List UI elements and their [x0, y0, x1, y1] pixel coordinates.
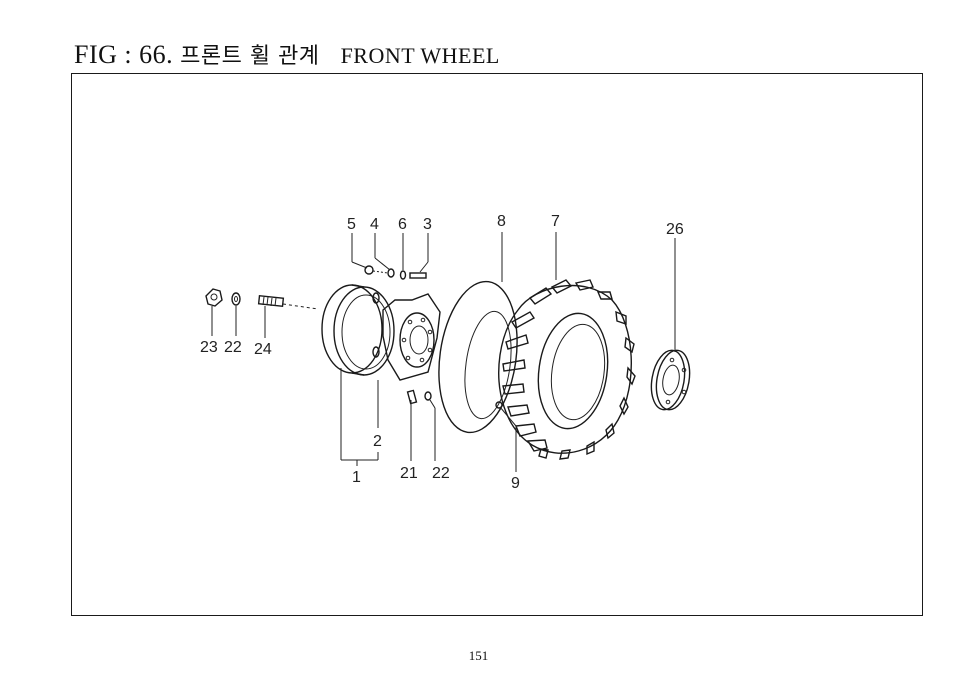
callout-8: 8	[497, 213, 506, 230]
part-2-wheel-disc	[382, 293, 441, 381]
diagram-frame	[71, 73, 923, 616]
callout-21: 21	[400, 465, 418, 482]
part-3-bolt	[409, 272, 427, 279]
callout-1: 1	[352, 469, 361, 486]
page-number: 151	[468, 648, 489, 663]
figure-title-korean: 프론트 휠 관계	[180, 44, 320, 69]
part-22-washer-lower	[424, 391, 432, 401]
part-6-lock-washer	[399, 270, 407, 280]
callout-22: 22	[224, 339, 242, 356]
part-5-nut	[364, 265, 374, 275]
part-21-bolt	[406, 389, 418, 405]
callout-9: 9	[511, 475, 520, 492]
part-4-washer	[387, 268, 395, 278]
callout-23: 23	[200, 339, 218, 356]
callout-2: 2	[373, 433, 382, 450]
figure-title-english: FRONT WHEEL	[340, 43, 500, 68]
part-24-stud	[257, 294, 319, 310]
part-23-nut	[205, 288, 223, 307]
part-26-hub-cap	[650, 349, 691, 411]
callout-6: 6	[398, 216, 407, 233]
part-7-tire	[498, 279, 636, 460]
callout-22-lower: 22	[432, 465, 450, 482]
figure-number: FIG : 66.	[74, 40, 174, 69]
callout-4: 4	[370, 216, 379, 233]
part-22-washer	[231, 292, 241, 306]
part-1-rim	[321, 284, 395, 376]
leader-lines	[211, 232, 676, 472]
callout-3: 3	[423, 216, 432, 233]
callout-5: 5	[347, 216, 356, 233]
callout-7: 7	[551, 213, 560, 230]
callout-24: 24	[254, 341, 272, 358]
callout-26: 26	[666, 221, 684, 238]
figure-title: FIG : 66. 프론트 휠 관계 FRONT WHEEL	[74, 38, 500, 70]
part-8-tube	[438, 280, 518, 434]
